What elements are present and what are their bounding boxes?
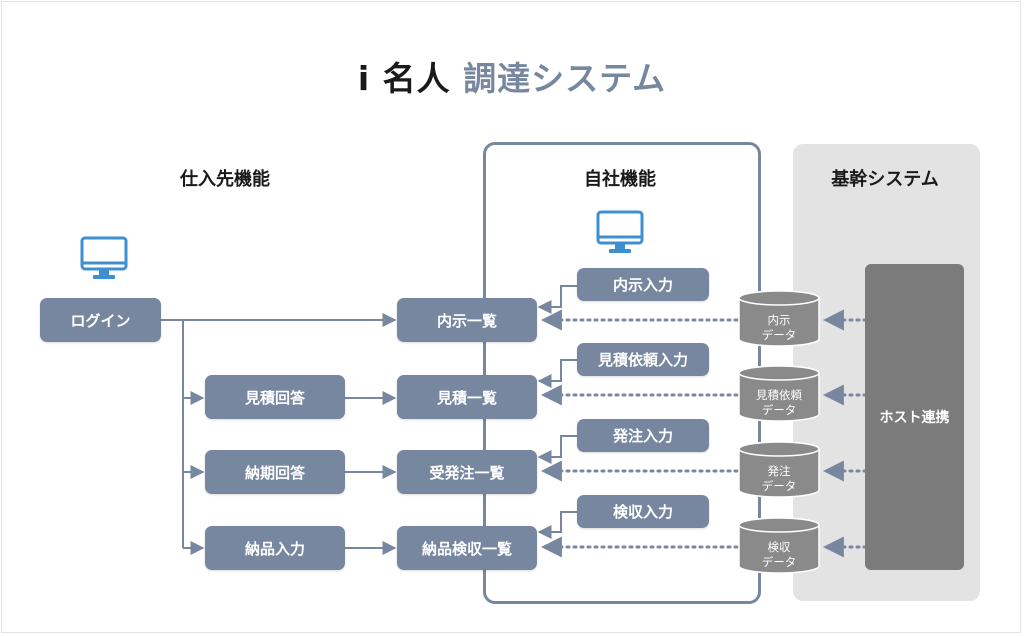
login-button[interactable]: ログイン [40, 298, 161, 342]
database-label-informal-line1: 内示 [767, 313, 791, 327]
database-label-order: 発注 データ [739, 464, 819, 494]
database-label-informal: 内示 データ [739, 313, 819, 343]
delivery-input-button[interactable]: 納品入力 [205, 526, 345, 570]
section-supplier-label: 仕入先機能 [180, 169, 270, 190]
order-input-button[interactable]: 発注入力 [577, 419, 709, 452]
arrow-quote-request-input-to-list [537, 359, 577, 388]
quote-list-button[interactable]: 見積一覧 [397, 375, 537, 419]
database-label-order-line2: データ [761, 479, 797, 493]
database-cylinder-inspection [738, 517, 820, 574]
arrow-inspection-input-to-list [537, 511, 577, 539]
title-brand: i 名人 [357, 59, 451, 98]
section-own-label: 自社機能 [584, 169, 656, 190]
database-label-quote-request: 見積依頼 データ [739, 388, 819, 418]
database-label-order-line1: 発注 [767, 464, 791, 478]
arrow-order-input-to-list [537, 435, 577, 464]
title-rest: 調達システム [463, 59, 667, 98]
arrow-informal-input-to-list [537, 285, 577, 314]
database-label-inspection-line2: データ [761, 555, 797, 569]
database-cylinder-order [738, 441, 820, 498]
delivery-reply-button[interactable]: 納期回答 [205, 450, 345, 494]
diagram-title: i 名人 調達システム [0, 52, 1024, 100]
order-list-button[interactable]: 受発注一覧 [397, 450, 537, 494]
database-cylinder-quote-request [738, 365, 820, 422]
database-label-quote-request-line2: データ [761, 403, 797, 417]
quote-reply-button[interactable]: 見積回答 [205, 375, 345, 419]
database-label-inspection-line1: 検収 [767, 540, 791, 554]
database-label-inspection: 検収 データ [739, 540, 819, 570]
database-cylinder-informal [738, 290, 820, 347]
own-monitor-icon [596, 210, 644, 253]
informal-input-button[interactable]: 内示入力 [577, 268, 709, 301]
supplier-monitor-icon [80, 236, 128, 279]
database-label-informal-line2: データ [761, 328, 797, 342]
inspection-input-button[interactable]: 検収入力 [577, 495, 709, 528]
inspection-list-button[interactable]: 納品検収一覧 [397, 526, 537, 570]
database-label-quote-request-line1: 見積依頼 [756, 388, 802, 402]
section-core-label: 基幹システム [831, 169, 939, 190]
informal-list-button[interactable]: 内示一覧 [397, 298, 537, 342]
host-integration-block: ホスト連携 [865, 264, 964, 570]
quote-request-input-button[interactable]: 見積依頼入力 [577, 343, 709, 376]
